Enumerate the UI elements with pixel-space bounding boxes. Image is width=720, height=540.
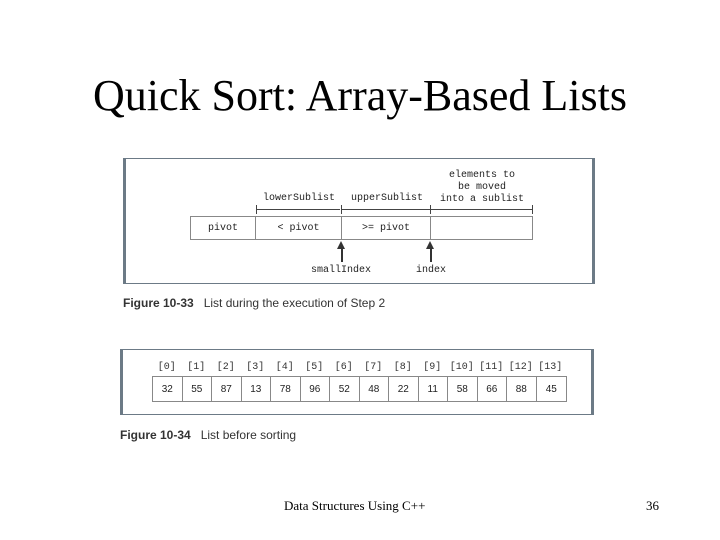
index-label: index [415,265,446,276]
array-cell: 45 [545,383,557,395]
range-tick [430,205,431,214]
upper-sublist-cell: >= pivot [341,216,431,240]
array-index-label: [8] [393,362,412,373]
upper-sublist-label: upperSublist [350,193,423,204]
small-index-label: smallIndex [310,265,371,276]
index-arrow-head [426,241,434,249]
array-cell: 22 [389,377,419,401]
remaining-elements-range-arrow [431,209,532,210]
range-tick [256,205,257,214]
caption-number: Figure 10-33 [123,296,194,310]
array-cell: 32 [153,377,183,401]
small-index-arrow-head [337,241,345,249]
array-index-label: [2] [216,362,235,373]
array-cell: 52 [330,377,360,401]
array-index-label: [9] [423,362,442,373]
pivot-cell: pivot [190,216,256,240]
array-index-label: [6] [334,362,353,373]
array-cell: 55 [183,377,212,401]
array-index-label: [1] [187,362,206,373]
annotation-line-3: into a sublist [439,194,524,205]
unprocessed-cell [430,216,533,240]
array-index-label: [12] [508,362,533,373]
annotation-line-2: be moved [457,182,506,193]
slide-title: Quick Sort: Array-Based Lists [92,71,628,120]
lower-sublist-range-arrow [256,209,340,210]
array-cell: 13 [242,377,271,401]
array-index-label: [7] [364,362,383,373]
array-cell: 78 [271,377,301,401]
array-index-label: [0] [157,362,176,373]
annotation-line-1: elements to [448,170,515,181]
range-tick [532,205,533,214]
footer-course-title: Data Structures Using C++ [284,498,426,513]
array-index-label: [11] [479,362,504,373]
caption-text: List during the execution of Step 2 [203,296,386,310]
array-cell: 48 [360,377,389,401]
array-cell: 87 [212,377,242,401]
small-index-arrow-shaft [341,248,343,262]
array-index-label: [13] [538,362,563,373]
figure-10-33-caption: Figure 10-33 List during the execution of… [123,296,385,310]
index-arrow-shaft [430,248,432,262]
array-cell: 88 [507,377,537,401]
figure-10-34-caption: Figure 10-34 List before sorting [120,428,296,442]
array-index-label: [3] [246,362,265,373]
array-index-label: [4] [275,362,294,373]
caption-text: List before sorting [200,428,297,442]
upper-sublist-range-arrow [342,209,430,210]
array-cell: 11 [419,377,448,401]
page-number: 36 [646,498,659,513]
index-row: [0] [1] [2] [3] [4] [5] [6] [7] [8] [9] [10] [11] [1… [152,362,565,374]
figure-10-33-diagram: elements to be moved into a sublist lowe… [123,158,595,284]
array-cell: 58 [448,377,478,401]
caption-number: Figure 10-34 [120,428,191,442]
lower-sublist-label: lowerSublist [262,193,335,204]
array-cell: 96 [301,377,330,401]
lower-sublist-cell: < pivot [255,216,342,240]
array-index-label: [10] [449,362,474,373]
array-index-label: [5] [305,362,324,373]
array-cell: 66 [478,377,507,401]
figure-10-34-array: [0] [1] [2] [3] [4] [5] [6] [7] [8] [9] [10] [11] [1… [120,349,594,415]
range-tick [341,205,342,214]
